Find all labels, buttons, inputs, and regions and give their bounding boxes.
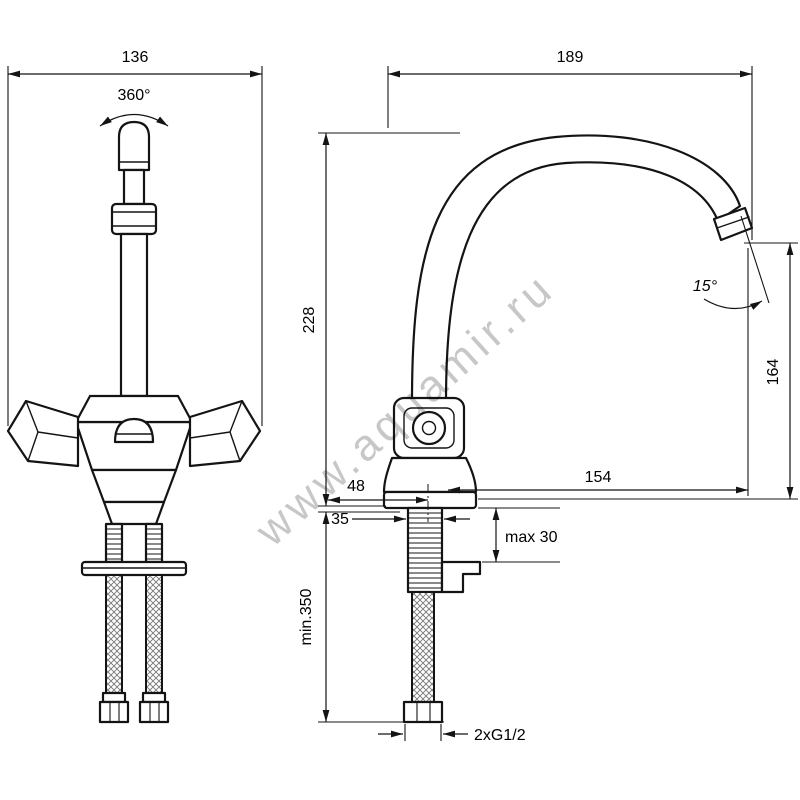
dim-label-48: 48 — [347, 478, 365, 495]
dim-total-reach: 189 — [387, 49, 753, 240]
watermark-text: www.aquamir.ru — [246, 263, 564, 556]
front-view — [6, 120, 262, 724]
side-mounting-shank — [406, 506, 482, 594]
dim-label-164: 164 — [765, 359, 782, 386]
dim-label-max30: max 30 — [505, 529, 558, 546]
dim-outlet-height: 164 — [478, 242, 798, 500]
side-hose — [402, 591, 444, 724]
dim-thread: 2xG1/2 — [378, 724, 526, 744]
dim-outlet-angle: 15° — [693, 215, 770, 310]
front-body — [74, 394, 194, 526]
dim-label-min350: min.350 — [298, 588, 315, 645]
side-body — [382, 456, 478, 510]
side-view — [382, 134, 754, 724]
front-base-plate — [80, 560, 188, 577]
dim-base-offset: 48 — [328, 478, 428, 504]
dim-front-width: 136 — [7, 49, 263, 426]
dimensions: 136 360° 189 228 164 15° — [7, 49, 798, 744]
dim-label-35: 35 — [331, 511, 349, 528]
dim-label-360: 360° — [117, 87, 150, 104]
dim-min-hose: min.350 — [298, 511, 444, 723]
dim-label-thread: 2xG1/2 — [474, 727, 526, 744]
dim-max-counter: max 30 — [478, 507, 560, 563]
dim-label-189: 189 — [557, 49, 584, 66]
dim-label-15deg: 15° — [693, 278, 718, 295]
dim-label-228: 228 — [301, 307, 318, 334]
dim-label-154: 154 — [585, 469, 612, 486]
front-center-cap — [113, 417, 155, 444]
side-handle — [392, 396, 466, 460]
front-handle-left — [6, 399, 80, 468]
dim-swivel-angle: 360° — [99, 87, 169, 127]
dim-body-height: 228 — [301, 132, 460, 507]
dim-spout-reach: 154 — [448, 248, 749, 496]
dim-mount-hole: 35 — [331, 511, 470, 528]
front-inlet-shanks — [104, 522, 164, 564]
front-hoses — [98, 574, 170, 724]
front-spout — [110, 120, 158, 398]
front-handle-right — [188, 399, 262, 468]
mounting-bracket — [440, 560, 482, 594]
dim-label-136: 136 — [122, 49, 149, 66]
